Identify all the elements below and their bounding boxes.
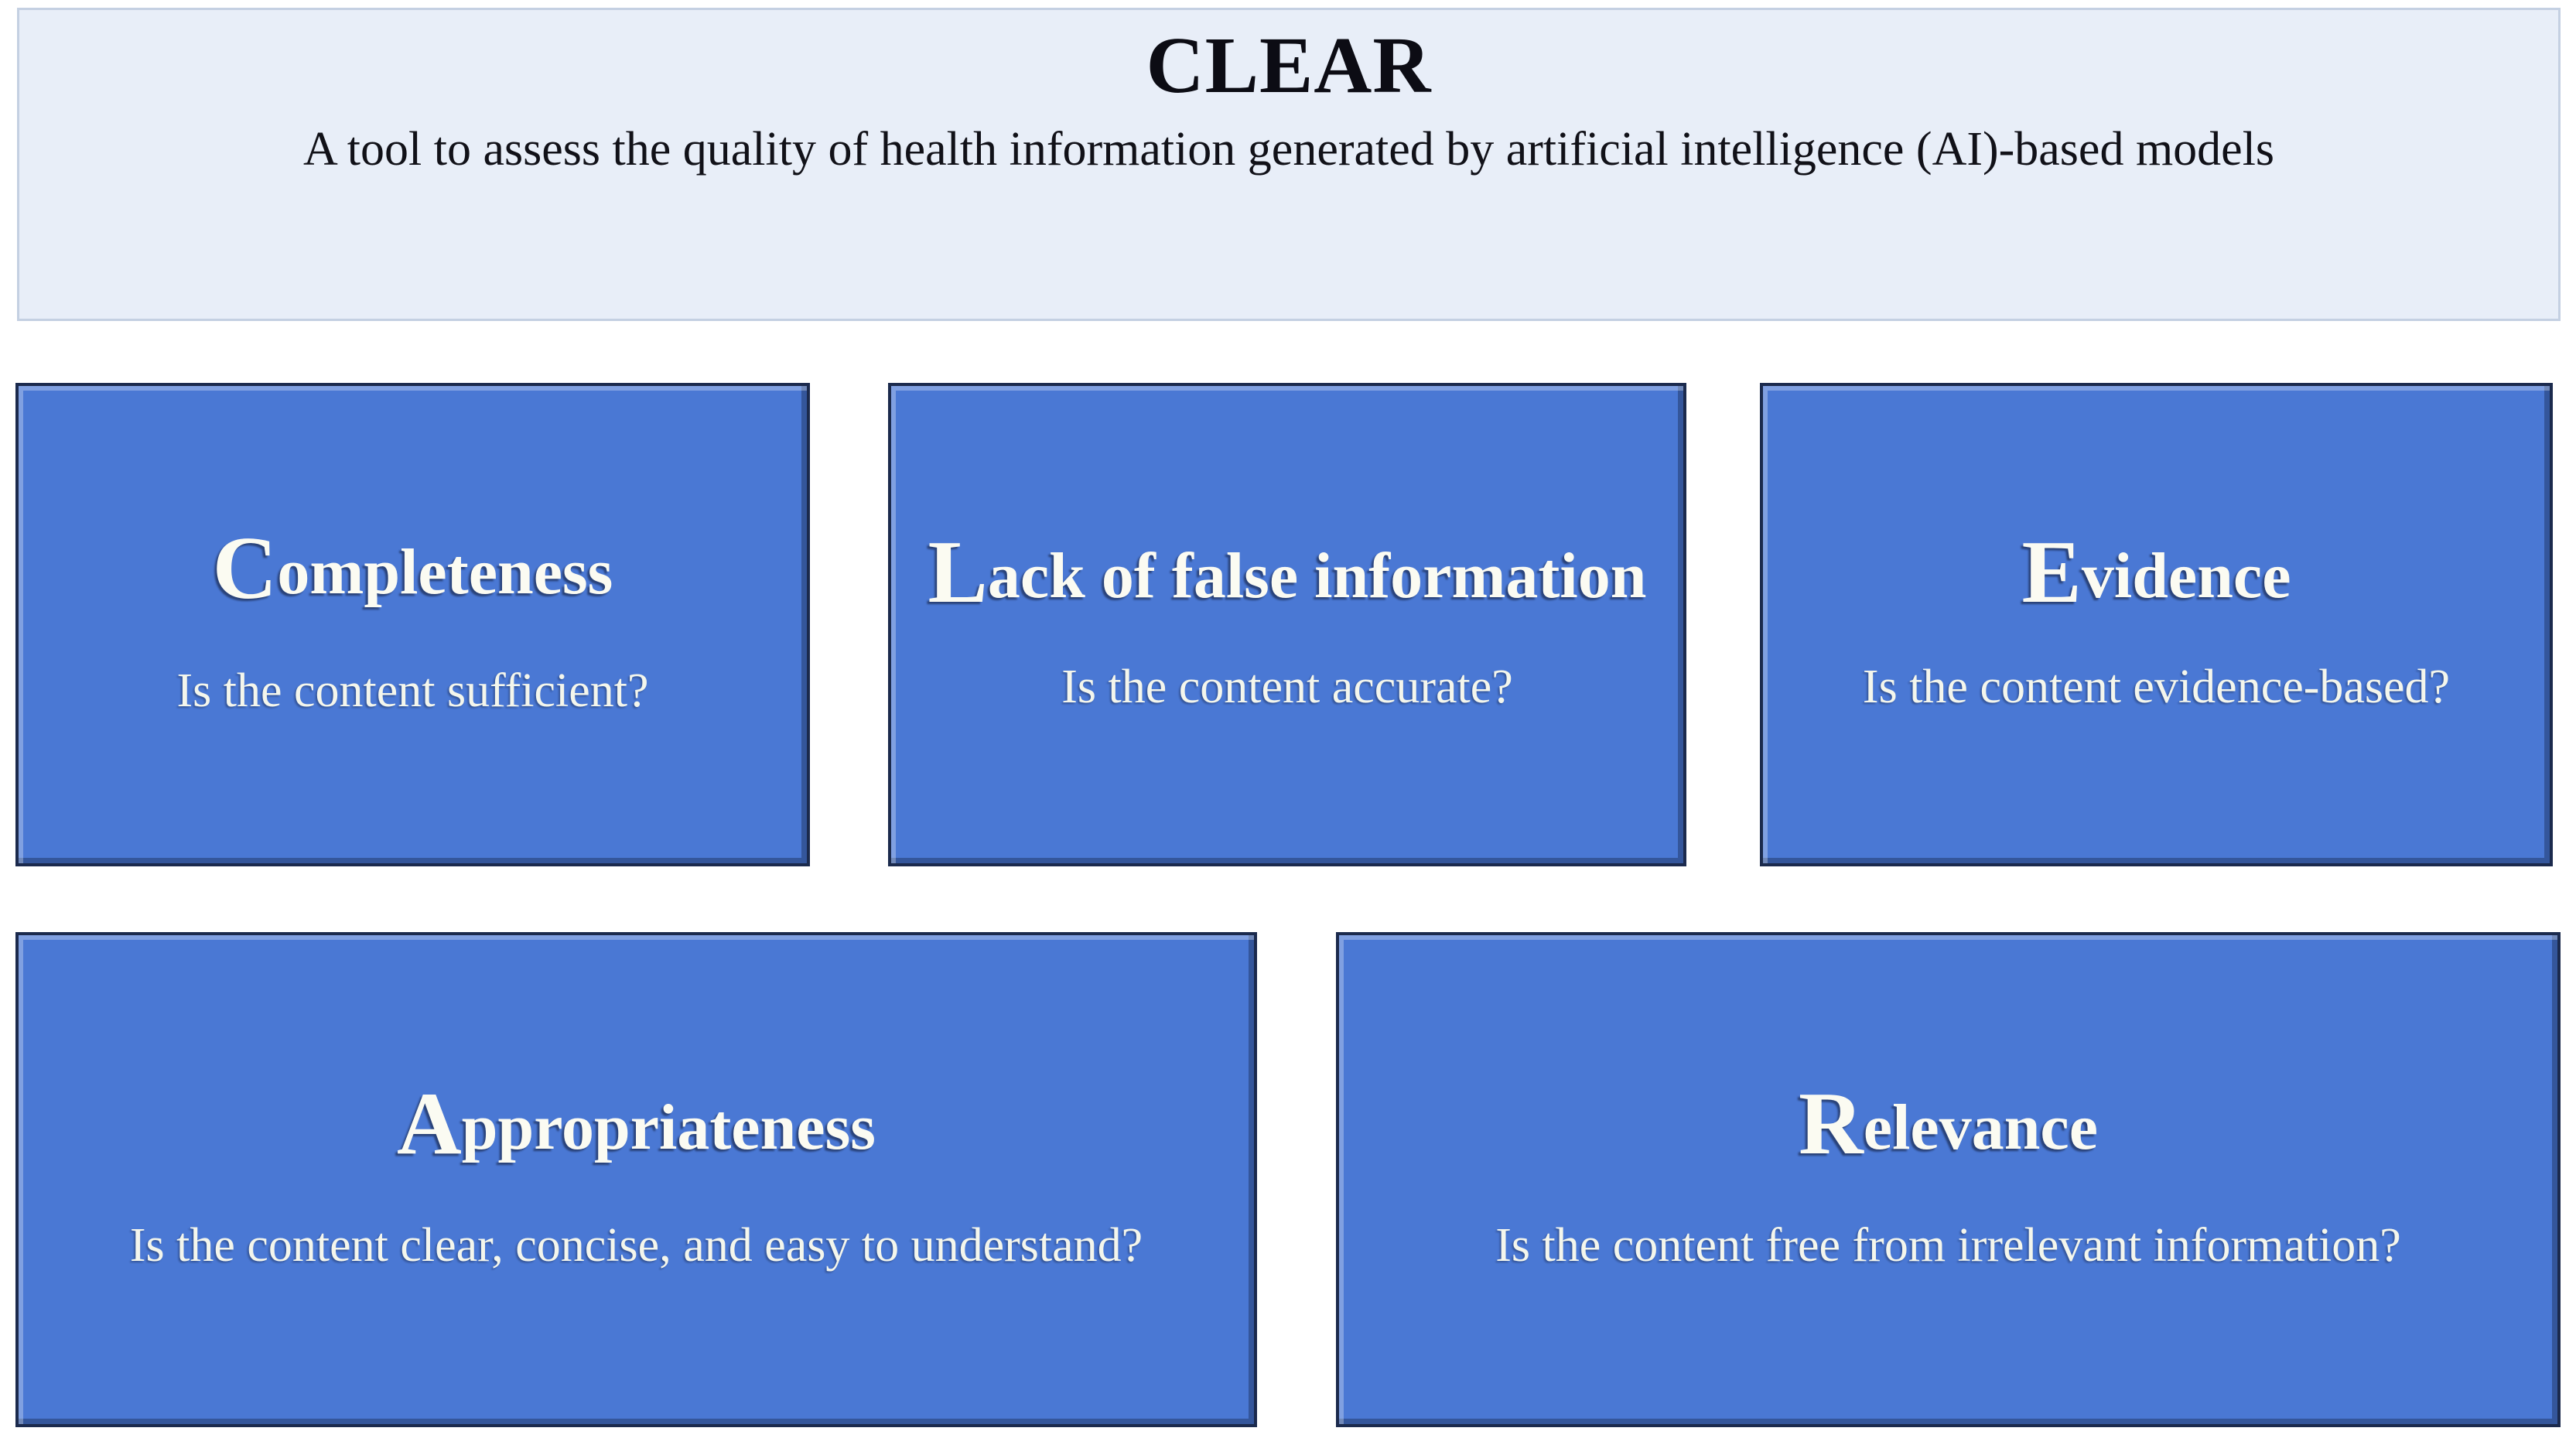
criterion-title-rest: ack of false information [987, 540, 1647, 613]
criterion-card-evidence[interactable]: Evidence Is the content evidence-based? [1760, 383, 2553, 866]
criterion-title-rest: ppropriateness [461, 1091, 876, 1163]
criterion-description: Is the content evidence-based? [1862, 660, 2451, 713]
criterion-card-completeness[interactable]: Completeness Is the content sufficient? [15, 383, 810, 866]
criterion-title: Relevance [1799, 1079, 2098, 1169]
criterion-description: Is the content sufficient? [176, 664, 649, 717]
criterion-card-relevance[interactable]: Relevance Is the content free from irrel… [1336, 932, 2561, 1427]
criterion-title-rest: elevance [1863, 1091, 2098, 1163]
criterion-title: Completeness [213, 524, 613, 613]
criterion-description: Is the content free from irrelevant info… [1495, 1219, 2401, 1272]
acronym-letter: A [397, 1074, 462, 1173]
criterion-card-lack-of-false-information[interactable]: Lack of false information Is the content… [888, 383, 1686, 866]
criterion-title: Appropriateness [397, 1079, 876, 1169]
criterion-title-rest: ompleteness [277, 536, 613, 609]
criterion-title: Evidence [2022, 528, 2291, 617]
acronym-letter: R [1799, 1074, 1864, 1173]
header-banner: CLEAR A tool to assess the quality of he… [17, 8, 2561, 321]
acronym-letter: C [212, 519, 278, 619]
page-title: CLEAR [1146, 21, 1432, 110]
acronym-letter: E [2021, 523, 2082, 623]
criterion-title-rest: vidence [2081, 540, 2291, 613]
criterion-card-appropriateness[interactable]: Appropriateness Is the content clear, co… [15, 932, 1257, 1427]
criterion-description: Is the content clear, concise, and easy … [129, 1219, 1143, 1272]
criterion-description: Is the content accurate? [1061, 660, 1513, 713]
criterion-title: Lack of false information [928, 528, 1647, 617]
acronym-letter: L [928, 523, 988, 623]
page-subtitle: A tool to assess the quality of health i… [302, 123, 2275, 176]
